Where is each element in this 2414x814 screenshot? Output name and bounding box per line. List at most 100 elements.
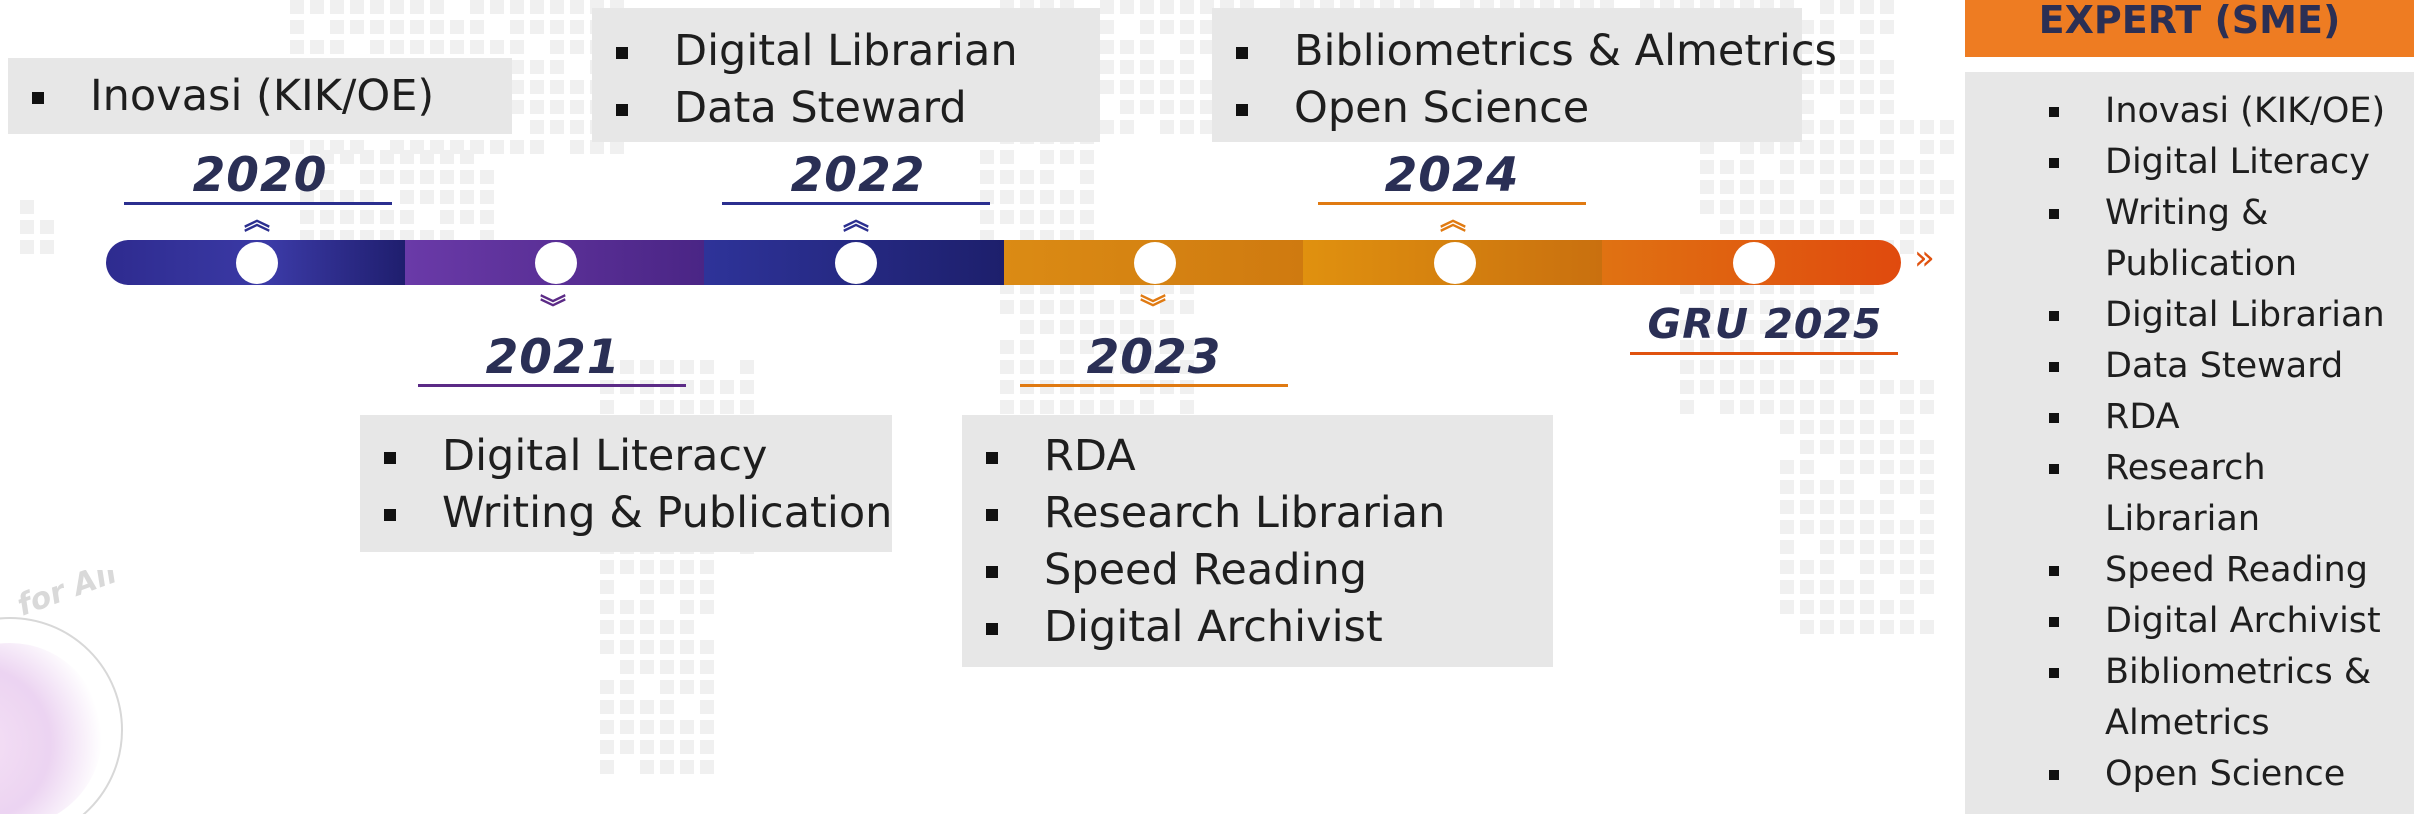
map-dot	[620, 660, 634, 674]
map-dot	[1820, 40, 1834, 54]
map-dot	[1920, 540, 1934, 554]
map-dot	[1860, 360, 1874, 374]
map-dot	[390, 20, 404, 34]
map-dot	[1860, 320, 1874, 334]
map-dot	[1080, 380, 1094, 394]
map-dot	[1720, 180, 1734, 194]
map-dot	[1920, 400, 1934, 414]
map-dot	[20, 220, 34, 234]
map-dot	[1780, 420, 1794, 434]
map-dot	[1100, 300, 1114, 314]
map-dot	[1180, 80, 1194, 94]
list-item: RDA	[962, 428, 1553, 485]
map-dot	[1780, 340, 1794, 354]
map-dot	[1700, 320, 1714, 334]
map-dot	[680, 640, 694, 654]
map-dot	[1860, 420, 1874, 434]
map-dot	[1840, 540, 1854, 554]
map-dot	[1040, 400, 1054, 414]
map-dot	[660, 660, 674, 674]
map-dot	[1860, 140, 1874, 154]
map-dot	[660, 740, 674, 754]
map-dot	[980, 170, 994, 184]
map-dot	[410, 0, 424, 14]
map-dot	[1820, 400, 1834, 414]
map-dot	[720, 400, 734, 414]
map-dot	[1820, 600, 1834, 614]
map-dot	[390, 0, 404, 14]
map-dot	[1200, 20, 1214, 34]
map-dot	[1820, 360, 1834, 374]
map-dot	[1720, 340, 1734, 354]
list-item: Bibliometrics & Almetrics	[1965, 647, 2414, 749]
map-dot	[1940, 140, 1954, 154]
map-dot	[1800, 520, 1814, 534]
map-dot	[440, 190, 454, 204]
timeline-bar	[106, 240, 1901, 285]
map-dot	[1860, 400, 1874, 414]
map-dot	[1840, 320, 1854, 334]
map-dot	[1880, 540, 1894, 554]
map-dot	[1820, 340, 1834, 354]
map-dot	[1180, 0, 1194, 14]
map-dot	[1140, 380, 1154, 394]
map-dot	[1840, 580, 1854, 594]
map-dot	[620, 700, 634, 714]
year-2020-label: 2020	[192, 148, 328, 203]
map-dot	[1060, 300, 1074, 314]
timeline-node-2020	[236, 242, 278, 284]
map-dot	[570, 140, 584, 154]
box-2024: Bibliometrics & Almetrics Open Science	[1212, 8, 1837, 142]
map-dot	[1180, 340, 1194, 354]
map-dot	[1920, 120, 1934, 134]
map-dot	[1780, 300, 1794, 314]
map-dot	[1840, 40, 1854, 54]
map-dot	[1800, 560, 1814, 574]
map-dot	[1860, 580, 1874, 594]
list-item: Writing & Publication	[360, 485, 892, 542]
map-dot	[510, 40, 524, 54]
map-dot	[600, 380, 614, 394]
map-dot	[400, 170, 414, 184]
map-dot	[570, 40, 584, 54]
map-dot	[1740, 200, 1754, 214]
map-dot	[1760, 180, 1774, 194]
map-dot	[1820, 620, 1834, 634]
map-dot	[1860, 0, 1874, 14]
map-dot	[1820, 220, 1834, 234]
map-dot	[1780, 180, 1794, 194]
map-dot	[600, 740, 614, 754]
map-dot	[640, 600, 654, 614]
double-arrow-right-icon: »	[1914, 238, 1935, 278]
map-dot	[450, 20, 464, 34]
map-dot	[1760, 300, 1774, 314]
map-dot	[470, 20, 484, 34]
map-dot	[1160, 300, 1174, 314]
map-dot	[1720, 160, 1734, 174]
map-dot	[1900, 420, 1914, 434]
map-dot	[1860, 460, 1874, 474]
map-dot	[1840, 500, 1854, 514]
map-dot	[1820, 320, 1834, 334]
map-dot	[1760, 400, 1774, 414]
map-dot	[530, 60, 544, 74]
list-item: Bibliometrics & Almetrics	[1212, 23, 1837, 80]
year-2020-underline	[124, 202, 392, 205]
map-dot	[570, 80, 584, 94]
map-dot	[1760, 200, 1774, 214]
map-dot	[1880, 520, 1894, 534]
map-dot	[1180, 360, 1194, 374]
map-dot	[1840, 480, 1854, 494]
map-dot	[1140, 400, 1154, 414]
map-dot	[1100, 340, 1114, 354]
timeline-node-2023	[1134, 242, 1176, 284]
map-dot	[640, 380, 654, 394]
chevron-up-icon: ︽	[1440, 206, 1467, 236]
map-dot	[1820, 300, 1834, 314]
map-dot	[1920, 460, 1934, 474]
map-dot	[1740, 380, 1754, 394]
map-dot	[1780, 160, 1794, 174]
map-dot	[1840, 160, 1854, 174]
list-item: Speed Reading	[1965, 545, 2414, 596]
map-dot	[1100, 60, 1114, 74]
